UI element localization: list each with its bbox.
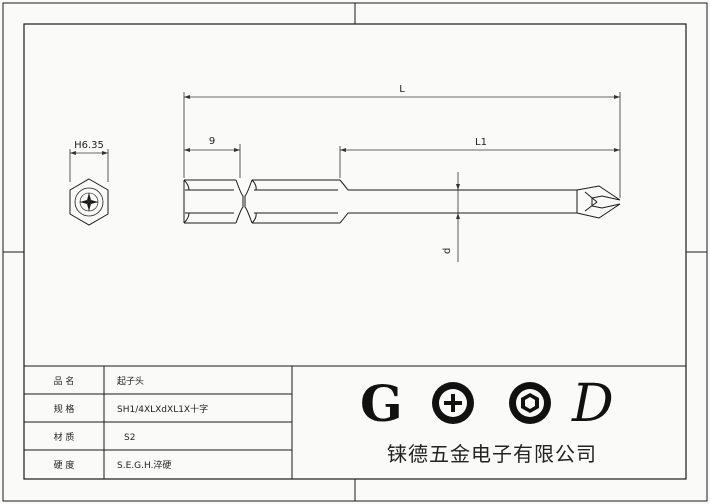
row-value-spec: SH1/4XLXdXL1X十字 [117,403,208,415]
diameter-label: d [442,248,453,254]
row-label-name: 品 名 [54,375,75,387]
bit-side-view [183,179,621,224]
overall-length-dimension [183,92,621,198]
row-label-hardness: 硬 度 [54,459,75,471]
row-label-spec: 规 格 [54,403,75,415]
logo-letter-g: G [360,374,403,433]
plus-circle-icon [432,382,474,424]
overall-length-label: L [399,84,405,95]
company-name: 铼德五金电子有限公司 [387,442,597,466]
tip-length-label: L1 [475,137,487,148]
center-marks [3,3,707,501]
row-label-material: 材 质 [54,431,75,443]
tip-length-dimension [339,146,620,178]
hex-length-dimension [184,144,241,178]
diameter-dimension [456,172,460,262]
hex-size-dimension [69,149,109,182]
hex-end-view [69,178,109,226]
hex-circle-icon [509,382,551,424]
title-block [24,365,686,479]
row-value-name: 起子头 [117,376,144,387]
hex-size-label: H6.35 [74,140,104,151]
row-value-material: S2 [124,433,135,443]
row-value-hardness: S.E.G.H.淬硬 [117,459,171,471]
logo-letter-d: D [571,374,614,434]
hex-length-label: 9 [209,136,215,147]
